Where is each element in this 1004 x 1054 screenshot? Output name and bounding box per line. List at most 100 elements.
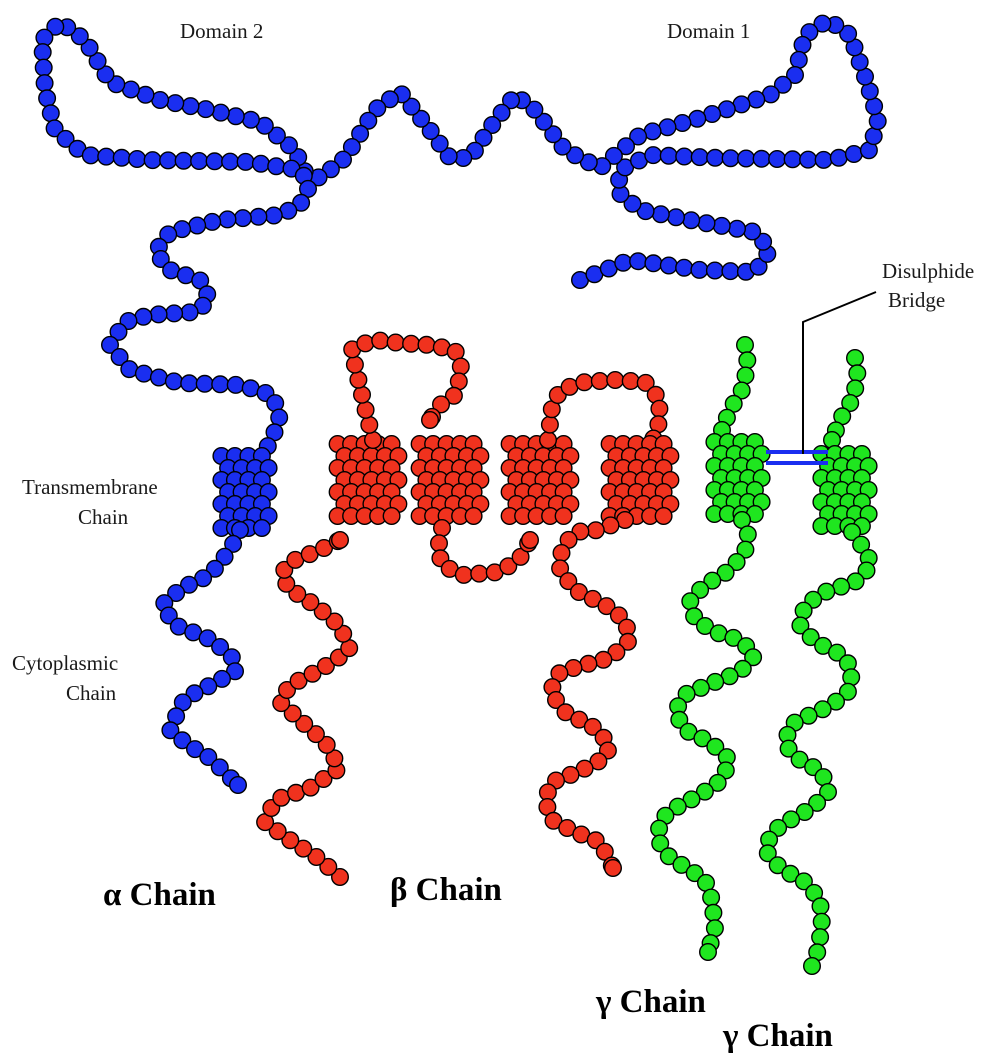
beta-transmembrane-bead xyxy=(465,508,482,525)
alpha-chain-bead xyxy=(196,376,213,393)
alpha-chain-bead xyxy=(135,309,152,326)
alpha-chain-bead xyxy=(865,128,882,145)
disulphide-label-line2: Bridge xyxy=(888,288,945,312)
beta-chain-bead xyxy=(434,520,451,537)
alpha-chain-bead xyxy=(182,98,199,115)
alpha-chain-bead xyxy=(219,211,236,228)
alpha-chain-bead xyxy=(753,151,770,168)
beta-chain-bead xyxy=(354,387,371,404)
alpha-chain-bead xyxy=(228,108,245,125)
alpha-chain-bead xyxy=(645,147,662,164)
cytoplasmic-label-line2: Chain xyxy=(66,681,117,705)
beta-transmembrane-bead xyxy=(655,508,672,525)
beta-chain-bead xyxy=(453,358,470,375)
alpha-chain-bead xyxy=(222,153,239,170)
beta-transmembrane-bead xyxy=(383,508,400,525)
gamma-chain-b-bead xyxy=(804,958,821,975)
gamma-chain-b-bead xyxy=(812,898,829,915)
alpha-chain-bead xyxy=(98,148,115,165)
alpha-chain-bead xyxy=(784,151,801,168)
alpha-chain-bead xyxy=(661,257,678,274)
alpha-chain-bead xyxy=(846,146,863,163)
gamma-chain-a-bead xyxy=(707,920,724,937)
alpha-chain-bead xyxy=(189,217,206,234)
beta-chain-bead xyxy=(418,337,435,354)
alpha-chain-bead xyxy=(136,365,153,382)
alpha-chain-bead xyxy=(815,152,832,169)
alpha-chain-bead xyxy=(659,119,676,136)
alpha-chain-bead xyxy=(676,148,693,165)
alpha-chain-bead xyxy=(206,153,223,170)
beta-chain-label: β Chain xyxy=(390,872,502,908)
alpha-chain-bead xyxy=(129,151,146,168)
beta-chain-bead xyxy=(456,567,473,584)
cytoplasmic-label-line1: Cytoplasmic xyxy=(12,651,118,675)
alpha-chain-bead xyxy=(242,380,259,397)
bead-layer xyxy=(34,15,886,974)
alpha-chain-label: α Chain xyxy=(103,877,216,913)
alpha-chain-bead xyxy=(713,218,730,235)
gamma-chain-a-bead xyxy=(740,526,757,543)
alpha-chain-bead xyxy=(181,375,198,392)
disulphide-label-line1: Disulphide xyxy=(882,259,974,283)
gamma-chain-label-b: γ Chain xyxy=(722,1018,833,1054)
alpha-chain-bead xyxy=(160,152,177,169)
alpha-chain-bead xyxy=(39,90,56,107)
beta-chain-bead xyxy=(365,432,382,449)
beta-chain-bead xyxy=(580,656,597,673)
alpha-chain-bead xyxy=(866,98,883,115)
alpha-chain-bead xyxy=(250,209,267,226)
beta-chain-bead xyxy=(357,335,374,352)
alpha-chain-bead xyxy=(181,304,198,321)
gamma-chain-b-bead xyxy=(849,365,866,382)
gamma-chain-b-bead xyxy=(833,578,850,595)
beta-chain-bead xyxy=(471,565,488,582)
alpha-chain-bead xyxy=(683,212,700,229)
alpha-chain-bead xyxy=(676,259,693,276)
alpha-chain-bead xyxy=(271,409,288,426)
alpha-chain-bead xyxy=(748,91,765,108)
alpha-chain-bead xyxy=(197,101,214,118)
alpha-chain-bead xyxy=(791,52,808,69)
alpha-cytoplasmic-bead xyxy=(230,777,247,794)
alpha-chain-bead xyxy=(729,220,746,237)
alpha-chain-bead xyxy=(645,255,662,272)
alpha-chain-bead xyxy=(691,262,708,279)
alpha-chain-bead xyxy=(166,373,183,390)
alpha-chain-bead xyxy=(213,104,230,121)
beta-transmembrane-bead xyxy=(555,508,572,525)
alpha-chain-bead xyxy=(689,111,706,128)
alpha-chain-bead xyxy=(266,207,283,224)
alpha-chain-bead xyxy=(151,369,168,386)
alpha-chain-bead xyxy=(253,155,270,172)
alpha-chain-bead xyxy=(707,150,724,167)
gamma-chain-b-bead xyxy=(847,350,864,367)
gamma-chain-a-bead xyxy=(737,367,754,384)
alpha-chain-bead xyxy=(166,305,183,322)
alpha-chain-bead xyxy=(722,263,739,280)
alpha-chain-bead xyxy=(615,254,632,271)
beta-chain-bead xyxy=(595,652,612,669)
beta-chain-bead xyxy=(350,371,367,388)
alpha-chain-bead xyxy=(704,106,721,123)
beta-chain-bead xyxy=(332,532,349,549)
alpha-chain-bead xyxy=(191,153,208,170)
beta-chain-bead xyxy=(347,356,364,373)
alpha-chain-bead xyxy=(831,150,848,167)
alpha-chain-bead xyxy=(674,115,691,132)
gamma-chain-a-bead xyxy=(703,889,720,906)
alpha-chain-bead xyxy=(175,152,192,169)
alpha-chain-bead xyxy=(722,150,739,167)
beta-chain-bead xyxy=(605,860,622,877)
gamma-chain-a-bead xyxy=(737,337,754,354)
alpha-chain-bead xyxy=(869,113,886,130)
gamma-chain-a-bead xyxy=(739,352,756,369)
alpha-chain-bead xyxy=(150,306,167,323)
alpha-chain-bead xyxy=(144,152,161,169)
alpha-chain-bead xyxy=(691,149,708,166)
gamma-chain-b-bead xyxy=(812,929,829,946)
alpha-chain-bead xyxy=(744,223,761,240)
alpha-chain-bead xyxy=(36,75,53,92)
alpha-chain-bead xyxy=(83,147,100,164)
alpha-chain-bead xyxy=(227,377,244,394)
